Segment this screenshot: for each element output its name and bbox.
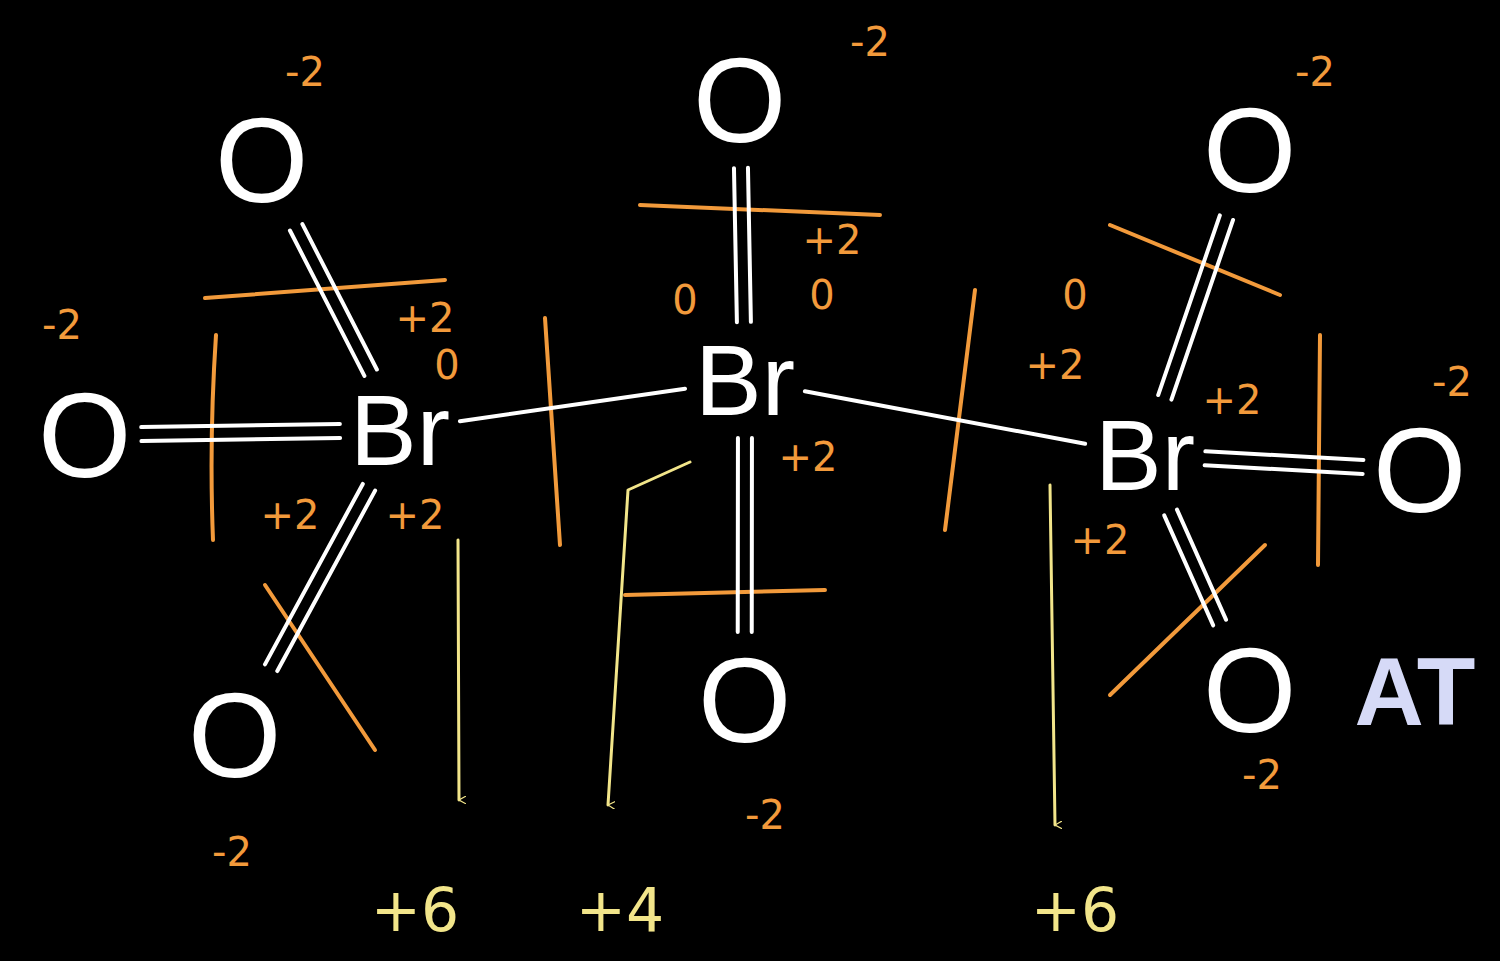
bond-cut-line <box>212 335 216 540</box>
bond-stroke <box>290 231 364 376</box>
double-bond <box>734 168 751 322</box>
atom-symbol: O <box>34 373 135 497</box>
atom-text: O <box>215 100 308 220</box>
oxidation-number: +2 <box>384 495 447 535</box>
result-arrow <box>458 540 459 800</box>
bond-stroke <box>1177 510 1226 620</box>
atom-text: O <box>1203 90 1296 210</box>
single-bond <box>460 389 685 422</box>
bond-stroke <box>141 438 340 441</box>
oxidation-number: -2 <box>1240 755 1284 795</box>
result-arrow <box>1050 485 1055 825</box>
bond-cut-line <box>945 290 975 530</box>
oxidation-number: +2 <box>394 298 457 338</box>
bond-stroke <box>141 424 340 427</box>
watermark: AT <box>1353 644 1478 740</box>
atom-symbol: O <box>1369 408 1470 532</box>
atom-symbol: O <box>689 38 790 162</box>
oxidation-result: +6 <box>1029 880 1121 940</box>
bond-cut-line <box>640 205 880 215</box>
oxidation-number: +2 <box>1201 380 1264 420</box>
atom-text: O <box>1203 630 1296 750</box>
oxidation-number: +2 <box>259 495 322 535</box>
bond-stroke <box>302 224 376 369</box>
atom-text: O <box>188 675 281 795</box>
oxidation-result: +6 <box>369 880 461 940</box>
atom-text: O <box>698 640 791 760</box>
oxidation-number: -2 <box>210 832 254 872</box>
double-bond <box>1205 451 1364 474</box>
bond-stroke <box>1205 465 1363 474</box>
oxidation-number: +2 <box>801 220 864 260</box>
bond-stroke <box>1205 451 1363 460</box>
atom-text: O <box>693 40 786 160</box>
atom-text: Br <box>695 330 795 430</box>
bond-cut-line <box>1318 335 1320 565</box>
atom-symbol: O <box>1199 88 1300 212</box>
oxidation-number: +2 <box>1024 345 1087 385</box>
oxidation-number: -2 <box>1430 362 1474 402</box>
oxidation-number: 0 <box>1060 275 1089 315</box>
oxidation-result: +4 <box>574 880 666 940</box>
atom-symbol: O <box>694 638 795 762</box>
bond-stroke <box>748 168 751 322</box>
double-bond <box>1164 510 1226 626</box>
bond-cut-line <box>625 590 825 595</box>
atom-text: O <box>1373 410 1466 530</box>
bond-cut-line <box>545 318 560 545</box>
atom-text: O <box>38 375 131 495</box>
oxidation-number: -2 <box>40 305 84 345</box>
double-bond <box>738 438 752 632</box>
atom-text: Br <box>350 380 450 480</box>
result-arrow <box>608 462 690 805</box>
bond-stroke <box>805 391 1085 444</box>
bond-stroke <box>1171 220 1233 400</box>
bond-stroke <box>734 168 737 322</box>
bond-cut-line <box>265 585 375 750</box>
double-bond <box>290 224 377 376</box>
oxidation-number: 0 <box>670 280 699 320</box>
atom-symbol: O <box>184 673 285 797</box>
oxidation-number: +2 <box>777 437 840 477</box>
oxidation-number: +2 <box>1069 520 1132 560</box>
oxidation-number: -2 <box>283 52 327 92</box>
atom-symbol: Br <box>1091 403 1199 507</box>
oxidation-number: -2 <box>1293 52 1337 92</box>
atom-symbol: Br <box>691 328 799 432</box>
bond-stroke <box>736 438 740 632</box>
bond-stroke <box>1158 215 1220 395</box>
atom-symbol: O <box>211 98 312 222</box>
atom-symbol: O <box>1199 628 1300 752</box>
bond-stroke <box>750 438 754 632</box>
oxidation-number: -2 <box>848 22 892 62</box>
bond-stroke <box>460 389 685 422</box>
atom-symbol: Br <box>346 378 454 482</box>
single-bond <box>805 391 1085 444</box>
atom-text: Br <box>1095 405 1195 505</box>
double-bond <box>1158 215 1233 399</box>
oxidation-number: 0 <box>807 275 836 315</box>
double-bond <box>141 424 340 441</box>
oxidation-number: 0 <box>432 345 461 385</box>
oxidation-number: -2 <box>743 795 787 835</box>
